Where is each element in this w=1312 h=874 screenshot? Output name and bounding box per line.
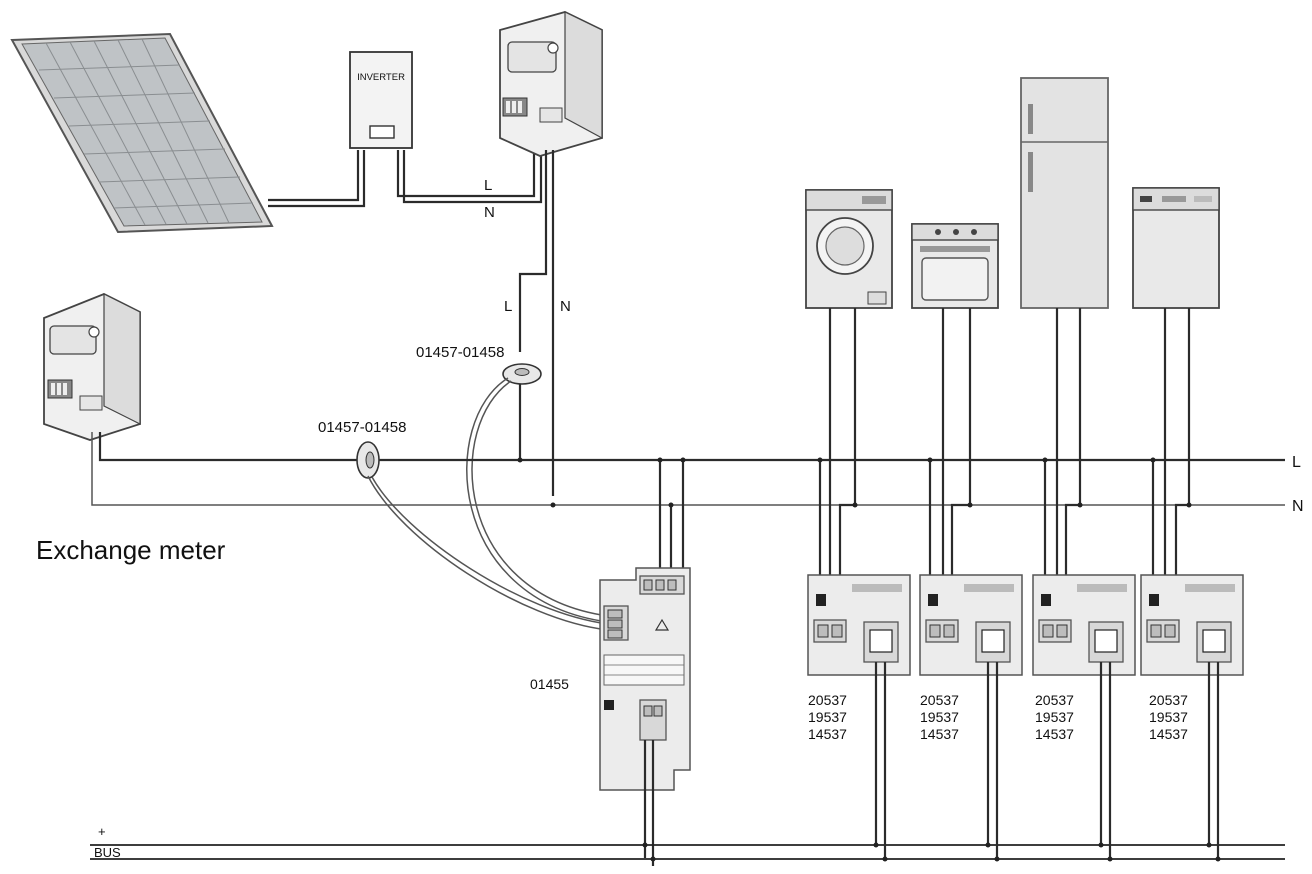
actuator-2-icon — [919, 574, 1023, 676]
production-n-label: N — [484, 204, 495, 221]
exchange-meter-icon — [43, 293, 141, 441]
actuator-2-code-1: 20537 — [920, 692, 959, 708]
oven-icon — [911, 223, 999, 309]
actuator-2-code-2: 19537 — [920, 709, 959, 725]
production-l-label: L — [484, 177, 492, 194]
exchange-sensor-code: 01457-01458 — [318, 419, 406, 436]
inverter-icon: INVERTER — [349, 51, 413, 149]
actuator-4-code-1: 20537 — [1149, 692, 1188, 708]
actuator-3-code-2: 19537 — [1035, 709, 1074, 725]
actuator-4-code-3: 14537 — [1149, 726, 1188, 742]
actuator-3-codes: 20537 19537 14537 — [1035, 692, 1074, 742]
actuator-4-code-2: 19537 — [1149, 709, 1188, 725]
production-l2-label: L — [504, 298, 512, 315]
actuator-3-code-3: 14537 — [1035, 726, 1074, 742]
actuator-2-code-3: 14537 — [920, 726, 959, 742]
solar-panel-icon — [10, 32, 274, 234]
production-meter-icon — [499, 11, 603, 157]
washing-machine-icon — [805, 189, 893, 309]
actuator-1-code-2: 19537 — [808, 709, 847, 725]
dishwasher-icon — [1132, 187, 1220, 309]
actuator-4-codes: 20537 19537 14537 — [1149, 692, 1188, 742]
actuator-3-code-1: 20537 — [1035, 692, 1074, 708]
actuator-2-codes: 20537 19537 14537 — [920, 692, 959, 742]
actuator-1-code-1: 20537 — [808, 692, 847, 708]
busbar-n-label: N — [1292, 498, 1304, 515]
energy-meter-code: 01455 — [530, 676, 569, 692]
actuator-1-code-3: 14537 — [808, 726, 847, 742]
bus-label: BUS — [94, 845, 121, 860]
exchange-meter-title: Exchange meter — [36, 535, 226, 565]
energy-meter-module-icon — [599, 567, 691, 791]
actuator-1-icon — [807, 574, 911, 676]
production-n2-label: N — [560, 298, 571, 315]
production-sensor-code: 01457-01458 — [416, 344, 504, 361]
actuator-4-icon — [1140, 574, 1244, 676]
production-current-sensor-icon — [502, 363, 542, 385]
bus-plus-label: + — [98, 824, 106, 839]
inverter-label: INVERTER — [357, 72, 405, 83]
actuator-3-icon — [1032, 574, 1136, 676]
busbar-l-label: L — [1292, 454, 1301, 471]
exchange-current-sensor-icon — [356, 441, 380, 479]
refrigerator-icon — [1020, 77, 1109, 309]
actuator-1-codes: 20537 19537 14537 — [808, 692, 847, 742]
